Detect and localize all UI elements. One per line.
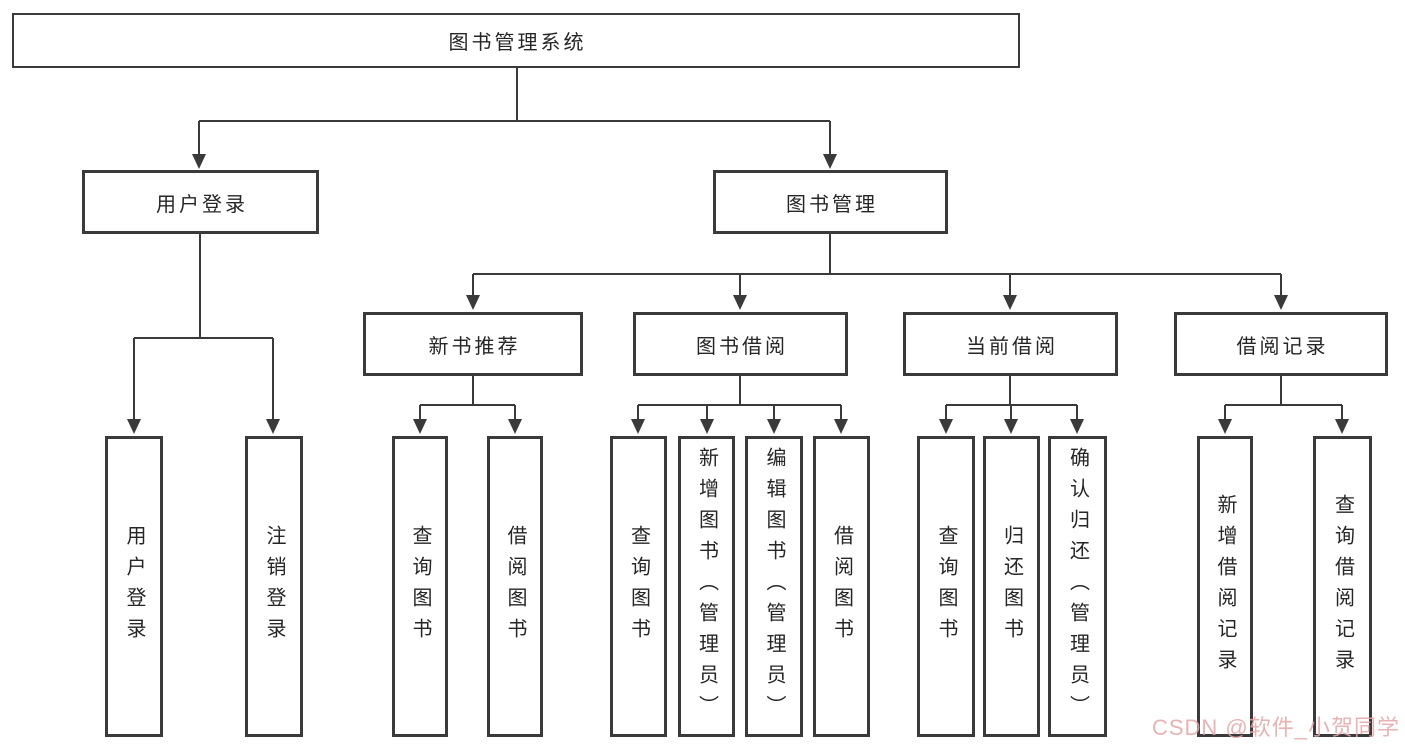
node-current-borrowing-label: 当前借阅 <box>966 335 1058 358</box>
leaf-return-books-label: 归还图书 <box>1000 524 1023 649</box>
leaf-edit-books-admin: 编辑图书（管理员） <box>745 436 803 737</box>
leaf-return-books: 归还图书 <box>983 436 1040 737</box>
leaf-query-borrow-record-label: 查询借阅记录 <box>1331 493 1354 680</box>
leaf-logout-login-label: 注销登录 <box>263 524 285 649</box>
node-new-book-recommendation: 新书推荐 <box>363 312 583 376</box>
leaf-borrow-books-2-label: 借阅图书 <box>830 524 853 649</box>
leaf-edit-books-admin-label: 编辑图书（管理员） <box>763 447 785 726</box>
leaf-query-books-3-label: 查询图书 <box>935 524 957 649</box>
leaf-confirm-return-admin: 确认归还（管理员） <box>1048 436 1107 737</box>
connector-bookmgmt-to-level3 <box>472 234 1282 299</box>
node-current-borrowing: 当前借阅 <box>903 312 1118 376</box>
leaf-query-books-1: 查询图书 <box>392 436 448 737</box>
leaf-query-books-3: 查询图书 <box>917 436 975 737</box>
node-user-login-label: 用户登录 <box>156 193 248 216</box>
node-book-management: 图书管理 <box>713 170 948 234</box>
leaf-add-books-admin-label: 新增图书（管理员） <box>695 447 718 726</box>
node-borrowing-records-label: 借阅记录 <box>1236 335 1329 358</box>
leaf-query-borrow-record: 查询借阅记录 <box>1313 436 1372 737</box>
connector-newbooks-to-leaves <box>419 376 516 423</box>
node-root-label: 图书管理系统 <box>448 32 587 54</box>
connector-current-to-leaves <box>945 376 1078 423</box>
leaf-borrow-books-2: 借阅图书 <box>813 436 870 737</box>
leaf-user-login: 用户登录 <box>105 436 163 737</box>
leaf-borrow-books-1: 借阅图书 <box>487 436 543 737</box>
watermark: CSDN @软件_小贺同学 <box>1151 715 1400 740</box>
leaf-query-books-2: 查询图书 <box>610 436 667 737</box>
connector-records-to-leaves <box>1224 376 1343 423</box>
leaf-add-borrow-record-label: 新增借阅记录 <box>1214 493 1236 680</box>
node-borrowing-records: 借阅记录 <box>1174 312 1388 376</box>
leaf-logout-login: 注销登录 <box>245 436 303 737</box>
node-user-login: 用户登录 <box>82 170 319 234</box>
leaf-add-borrow-record: 新增借阅记录 <box>1197 436 1253 737</box>
leaf-confirm-return-admin-label: 确认归还（管理员） <box>1066 447 1089 726</box>
leaf-add-books-admin: 新增图书（管理员） <box>678 436 735 737</box>
connector-root-to-level2 <box>198 68 831 158</box>
connector-borrowing-to-leaves <box>637 376 842 423</box>
connector-userlogin-to-leaves <box>133 234 274 423</box>
arrowheads <box>127 154 1349 434</box>
node-book-borrowing-label: 图书借阅 <box>696 335 788 358</box>
node-new-book-recommendation-label: 新书推荐 <box>428 335 521 358</box>
node-book-borrowing: 图书借阅 <box>633 312 848 376</box>
leaf-borrow-books-1-label: 借阅图书 <box>504 524 526 649</box>
leaf-user-login-label: 用户登录 <box>123 524 145 649</box>
leaf-query-books-2-label: 查询图书 <box>627 524 650 649</box>
leaf-query-books-1-label: 查询图书 <box>409 524 431 649</box>
node-root: 图书管理系统 <box>12 13 1020 68</box>
node-book-management-label: 图书管理 <box>786 193 878 216</box>
